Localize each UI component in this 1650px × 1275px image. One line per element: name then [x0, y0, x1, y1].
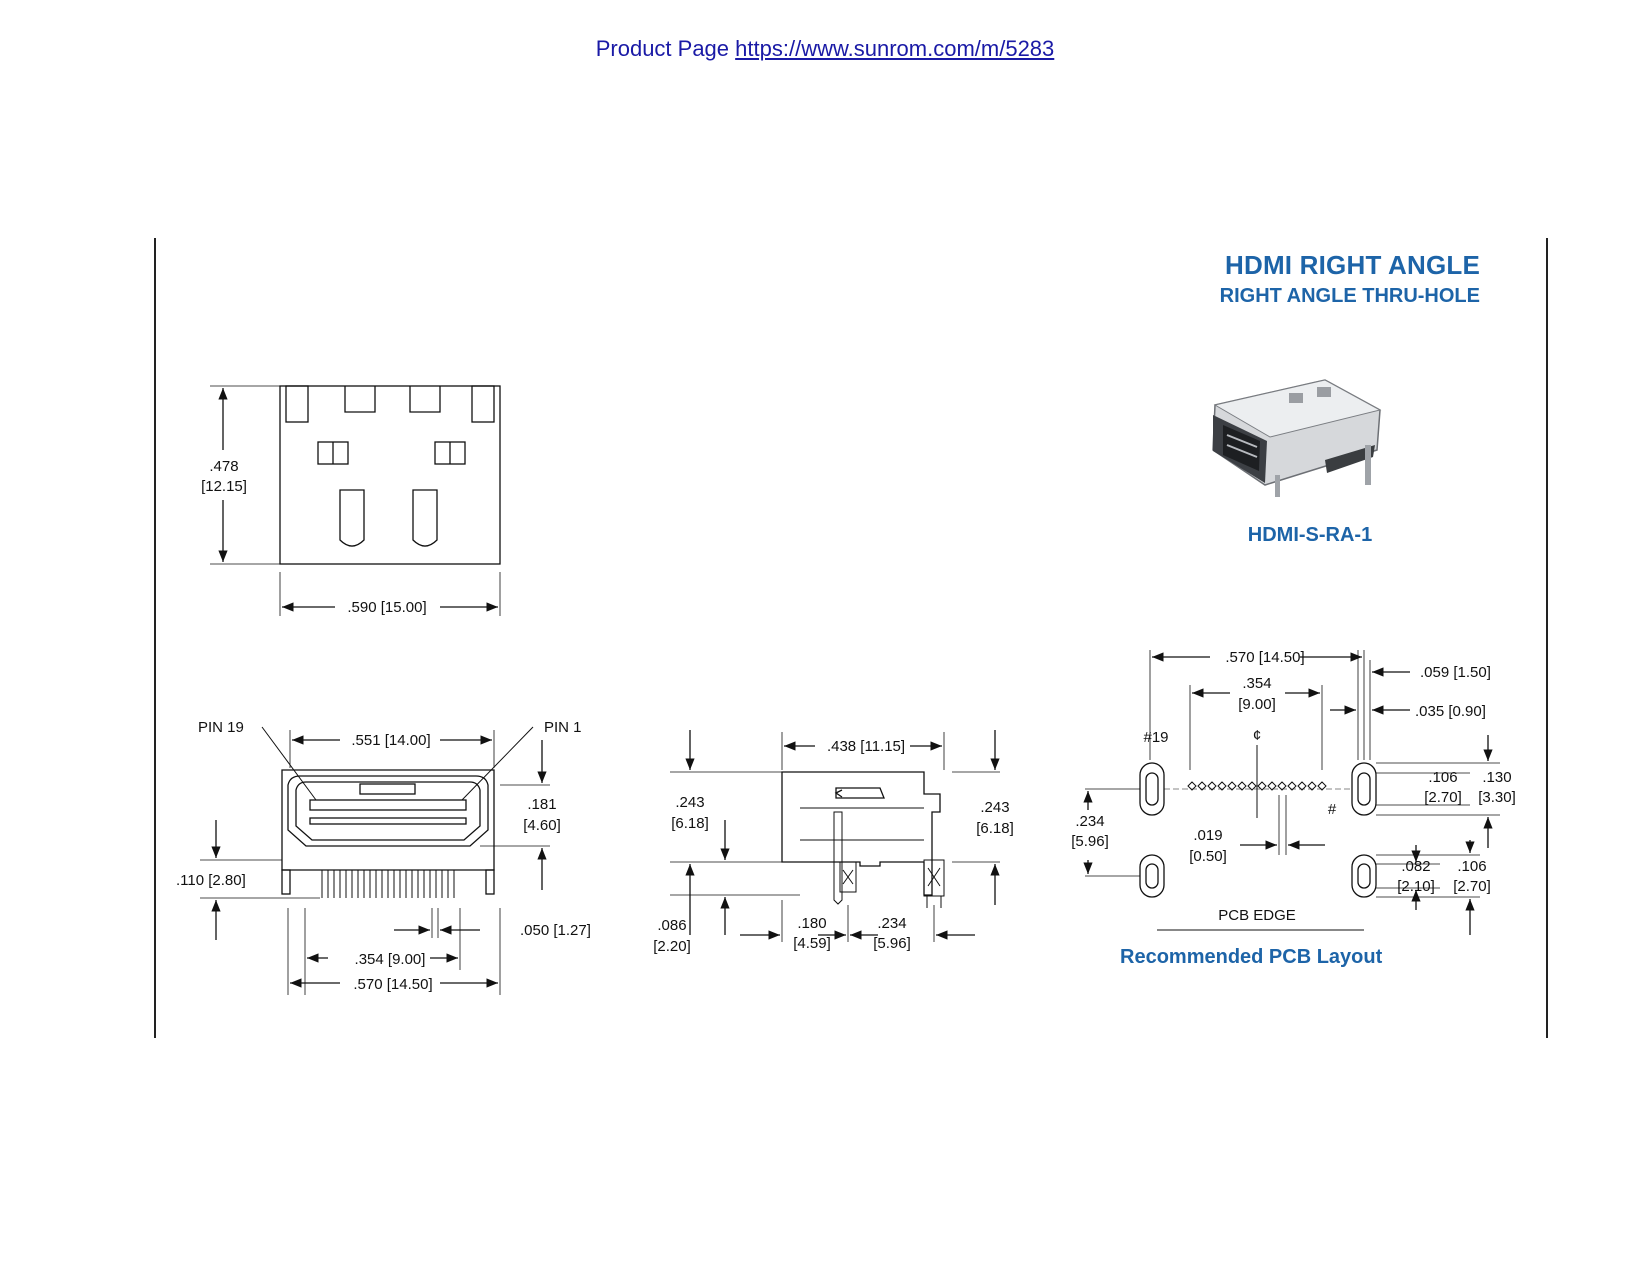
front-opening-width: .551 [14.00] — [351, 732, 430, 749]
side-tail-mm: [2.20] — [653, 938, 691, 955]
front-post-span: .570 [14.50] — [353, 976, 432, 993]
pcb-centerline: ¢ — [1253, 727, 1261, 744]
pcb-layout-caption: Recommended PCB Layout — [1120, 946, 1383, 968]
front-opening-height-mm: [4.60] — [523, 817, 561, 834]
pcb-slot-width: .059 [1.50] — [1420, 664, 1491, 681]
front-pin-height: .110 [2.80] — [176, 872, 246, 889]
pcb-pin19-label: #19 — [1143, 729, 1168, 746]
pcb-pad-mm: [0.50] — [1189, 848, 1227, 865]
top-width: .590 [15.00] — [347, 599, 426, 616]
pin19-label: PIN 19 — [198, 719, 244, 736]
title-block: HDMI RIGHT ANGLE RIGHT ANGLE THRU-HOLE — [1220, 250, 1480, 308]
pcb-pad-in: .019 — [1193, 827, 1222, 844]
document-title: HDMI RIGHT ANGLE — [1225, 250, 1480, 280]
pin1-label: PIN 1 — [544, 719, 582, 736]
top-height-mm: [12.15] — [201, 478, 247, 495]
pcb-slot1-h-in: .106 — [1428, 769, 1457, 786]
side-post-pos-in: .234 — [877, 915, 906, 932]
front-view — [200, 726, 550, 995]
pcb-pin1-label: # — [1328, 801, 1337, 818]
front-pitch: .050 [1.27] — [520, 922, 591, 939]
page-header: Product Page https://www.sunrom.com/m/52… — [0, 36, 1650, 62]
side-pin-pos-mm: [4.59] — [793, 935, 831, 952]
part-number: HDMI-S-RA-1 — [1247, 524, 1373, 546]
front-opening-height-in: .181 — [527, 796, 556, 813]
pcb-row-pitch-in: .234 — [1075, 813, 1104, 830]
product-page-label: Product Page — [595, 36, 730, 61]
top-height-in: .478 — [209, 458, 238, 475]
pcb-edge-label: PCB EDGE — [1218, 907, 1296, 924]
pcb-slot2-w-mm: [2.10] — [1397, 878, 1435, 895]
pcb-slot-drill: .035 [0.90] — [1415, 703, 1486, 720]
right-border-line — [1546, 238, 1548, 1038]
pcb-pin-span-in: .354 — [1242, 675, 1271, 692]
document-subtitle: RIGHT ANGLE THRU-HOLE — [1219, 285, 1480, 307]
side-view — [670, 730, 1000, 942]
pcb-overall: .570 [14.50] — [1225, 649, 1304, 666]
side-tail-in: .086 — [657, 917, 686, 934]
side-depth: .438 [11.15] — [827, 738, 905, 755]
pcb-slot2-h-in: .106 — [1457, 858, 1486, 875]
pcb-slot1-h-mm: [2.70] — [1424, 789, 1462, 806]
pcb-slot1-pad-in: .130 — [1482, 769, 1511, 786]
side-pin-pos-in: .180 — [797, 915, 826, 932]
side-right-h-in: .243 — [980, 799, 1009, 816]
pcb-layout — [1083, 650, 1500, 935]
pcb-pin-span-mm: [9.00] — [1238, 696, 1276, 713]
side-left-h-mm: [6.18] — [671, 815, 709, 832]
pcb-slot2-w-in: .082 — [1401, 858, 1430, 875]
pcb-slot2-h-mm: [2.70] — [1453, 878, 1491, 895]
pcb-row-pitch-mm: [5.96] — [1071, 833, 1109, 850]
pcb-slot1-pad-mm: [3.30] — [1478, 789, 1516, 806]
left-border-line — [154, 238, 156, 1038]
side-left-h-in: .243 — [675, 794, 704, 811]
product-page-link[interactable]: https://www.sunrom.com/m/5283 — [735, 36, 1055, 61]
front-pin-span: .354 [9.00] — [355, 951, 426, 968]
top-view — [210, 385, 501, 616]
connector-photo — [1212, 379, 1382, 497]
side-post-pos-mm: [5.96] — [873, 935, 911, 952]
side-right-h-mm: [6.18] — [976, 820, 1014, 837]
